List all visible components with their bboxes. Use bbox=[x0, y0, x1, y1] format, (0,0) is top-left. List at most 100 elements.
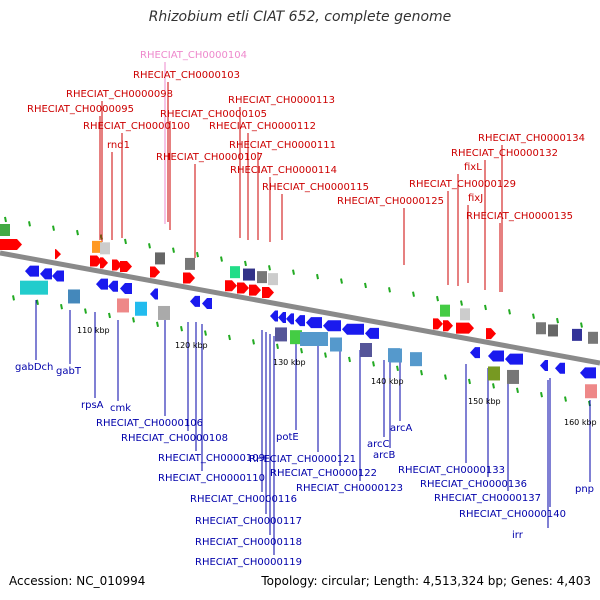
reverse-gene-arrow[interactable] bbox=[52, 270, 64, 282]
feature-block[interactable] bbox=[536, 322, 546, 335]
gene-label-top[interactable]: RHECIAT_CH0000095 bbox=[27, 104, 134, 115]
feature-block[interactable] bbox=[290, 330, 302, 345]
feature-block[interactable] bbox=[155, 252, 165, 265]
gene-label-bottom[interactable]: RHECIAT_CH0000106 bbox=[96, 418, 203, 429]
reverse-gene-arrow[interactable] bbox=[270, 310, 278, 322]
feature-block[interactable] bbox=[410, 352, 422, 367]
gene-label-bottom[interactable]: gabT bbox=[56, 366, 82, 377]
reverse-gene-arrow[interactable] bbox=[150, 288, 158, 300]
gene-label-top[interactable]: RHECIAT_CH0000100 bbox=[83, 121, 190, 132]
feature-block[interactable] bbox=[117, 298, 129, 313]
gene-label-top[interactable]: fixL bbox=[464, 162, 482, 173]
feature-block[interactable] bbox=[275, 327, 287, 342]
gene-label-bottom[interactable]: RHECIAT_CH0000110 bbox=[158, 473, 265, 484]
gene-label-bottom[interactable]: RHECIAT_CH0000116 bbox=[190, 494, 297, 505]
reverse-gene-arrow[interactable] bbox=[505, 353, 523, 365]
feature-block[interactable] bbox=[230, 266, 240, 279]
forward-gene-arrow[interactable] bbox=[90, 255, 102, 267]
gene-label-top[interactable]: RHECIAT_CH0000135 bbox=[466, 211, 573, 222]
gene-label-top[interactable]: RHECIAT_CH0000107 bbox=[156, 152, 263, 163]
gene-label-bottom[interactable]: potE bbox=[276, 432, 299, 443]
forward-gene-arrow[interactable] bbox=[154, 267, 160, 278]
feature-block[interactable] bbox=[388, 348, 400, 363]
forward-gene-arrow[interactable] bbox=[486, 328, 496, 340]
forward-gene-arrow[interactable] bbox=[55, 249, 61, 260]
gene-label-bottom[interactable]: RHECIAT_CH0000119 bbox=[195, 557, 302, 568]
feature-block[interactable] bbox=[300, 332, 328, 346]
feature-block[interactable] bbox=[488, 366, 500, 381]
reverse-gene-arrow[interactable] bbox=[306, 317, 322, 329]
reverse-gene-arrow[interactable] bbox=[488, 350, 504, 362]
feature-block[interactable] bbox=[507, 369, 519, 384]
reverse-gene-arrow[interactable] bbox=[470, 347, 480, 359]
reverse-gene-arrow[interactable] bbox=[365, 327, 379, 339]
gene-label-top[interactable]: fixJ bbox=[468, 193, 483, 204]
gene-label-bottom[interactable]: irr bbox=[512, 530, 524, 541]
reverse-gene-arrow[interactable] bbox=[190, 295, 200, 307]
gene-label-top[interactable]: RHECIAT_CH0000111 bbox=[229, 140, 336, 151]
feature-block[interactable] bbox=[268, 273, 278, 286]
forward-gene-arrow[interactable] bbox=[183, 272, 195, 284]
forward-gene-arrow[interactable] bbox=[262, 287, 274, 299]
gene-label-bottom[interactable]: RHECIAT_CH0000121 bbox=[249, 454, 356, 465]
gene-label-top[interactable]: RHECIAT_CH0000114 bbox=[230, 165, 337, 176]
gene-label-bottom[interactable]: RHECIAT_CH0000133 bbox=[398, 465, 505, 476]
feature-block[interactable] bbox=[20, 280, 48, 295]
gene-label-bottom[interactable]: RHECIAT_CH0000118 bbox=[195, 537, 302, 548]
reverse-gene-arrow[interactable] bbox=[555, 362, 565, 374]
forward-gene-arrow[interactable] bbox=[112, 259, 122, 271]
feature-block[interactable] bbox=[68, 289, 80, 304]
gene-label-bottom[interactable]: gabDch bbox=[15, 362, 53, 373]
feature-block[interactable] bbox=[548, 324, 558, 337]
forward-gene-arrow[interactable] bbox=[456, 322, 474, 334]
gene-label-bottom[interactable]: cmk bbox=[110, 403, 131, 414]
gene-label-bottom[interactable]: RHECIAT_CH0000108 bbox=[121, 433, 228, 444]
gene-label-bottom[interactable]: RHECIAT_CH0000140 bbox=[459, 509, 566, 520]
gene-label-top[interactable]: RHECIAT_CH0000134 bbox=[478, 133, 585, 144]
gene-label-top[interactable]: RHECIAT_CH0000098 bbox=[66, 89, 173, 100]
reverse-gene-arrow[interactable] bbox=[40, 268, 52, 280]
gene-label-bottom[interactable]: RHECIAT_CH0000136 bbox=[420, 479, 527, 490]
reverse-gene-arrow[interactable] bbox=[25, 265, 39, 277]
feature-block[interactable] bbox=[243, 268, 255, 281]
gene-label-top[interactable]: RHECIAT_CH0000112 bbox=[209, 121, 316, 132]
gene-label-top[interactable]: RHECIAT_CH0000129 bbox=[409, 179, 516, 190]
forward-gene-arrow[interactable] bbox=[0, 239, 22, 250]
gene-label-bottom[interactable]: rpsA bbox=[81, 400, 104, 411]
reverse-gene-arrow[interactable] bbox=[295, 315, 305, 327]
forward-gene-arrow[interactable] bbox=[433, 318, 443, 330]
forward-gene-arrow[interactable] bbox=[249, 284, 261, 296]
reverse-gene-arrow[interactable] bbox=[278, 311, 286, 323]
feature-block[interactable] bbox=[158, 305, 170, 320]
reverse-gene-arrow[interactable] bbox=[580, 367, 596, 379]
gene-label-top[interactable]: RHECIAT_CH0000105 bbox=[160, 109, 267, 120]
forward-gene-arrow[interactable] bbox=[100, 257, 108, 269]
reverse-gene-arrow[interactable] bbox=[120, 283, 132, 294]
forward-gene-arrow[interactable] bbox=[225, 280, 237, 292]
gene-label-top[interactable]: RHECIAT_CH0000115 bbox=[262, 182, 369, 193]
feature-block[interactable] bbox=[185, 257, 195, 270]
reverse-gene-arrow[interactable] bbox=[323, 320, 341, 332]
gene-label-top[interactable]: RHECIAT_CH0000104 bbox=[140, 50, 247, 61]
gene-label-bottom[interactable]: RHECIAT_CH0000109 bbox=[158, 453, 265, 464]
forward-gene-arrow[interactable] bbox=[237, 282, 249, 294]
feature-block[interactable] bbox=[585, 384, 597, 399]
gene-label-top[interactable]: RHECIAT_CH0000125 bbox=[337, 196, 444, 207]
reverse-gene-arrow[interactable] bbox=[108, 280, 118, 292]
feature-block[interactable] bbox=[588, 331, 598, 344]
feature-block[interactable] bbox=[92, 240, 102, 253]
gene-label-bottom[interactable]: arcC bbox=[367, 439, 390, 450]
forward-gene-arrow[interactable] bbox=[120, 261, 132, 272]
feature-block[interactable] bbox=[360, 343, 372, 357]
gene-label-bottom[interactable]: pnp bbox=[575, 484, 594, 495]
gene-label-top[interactable]: rnd1 bbox=[107, 140, 130, 151]
reverse-gene-arrow[interactable] bbox=[540, 360, 548, 371]
reverse-gene-arrow[interactable] bbox=[96, 278, 108, 290]
feature-block[interactable] bbox=[0, 224, 10, 236]
gene-label-bottom[interactable]: RHECIAT_CH0000123 bbox=[296, 483, 403, 494]
feature-block[interactable] bbox=[257, 271, 267, 284]
feature-block[interactable] bbox=[330, 337, 342, 352]
reverse-gene-arrow[interactable] bbox=[202, 298, 212, 310]
gene-label-bottom[interactable]: RHECIAT_CH0000117 bbox=[195, 516, 302, 527]
gene-label-bottom[interactable]: RHECIAT_CH0000137 bbox=[434, 493, 541, 504]
